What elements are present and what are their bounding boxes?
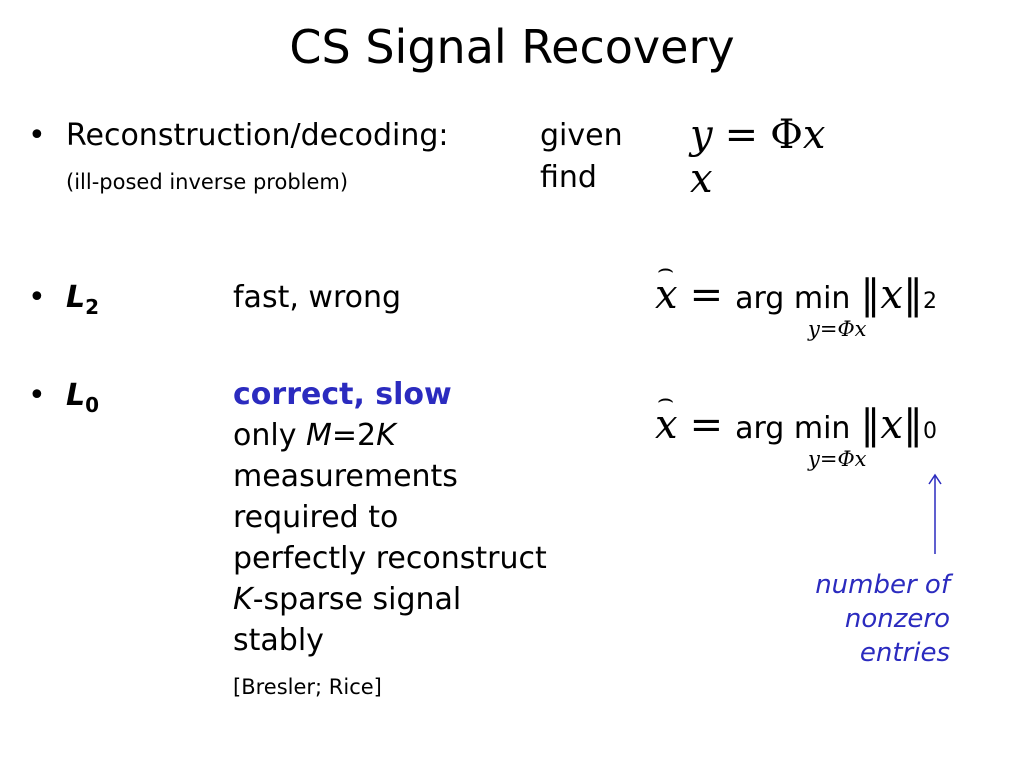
l0-equation: x ⌢ =arg min‖x‖0 <box>655 384 937 448</box>
annotation-arrow <box>928 473 942 554</box>
equals-sign: = <box>689 272 724 318</box>
norm-open: ‖ <box>860 402 881 448</box>
phi-symbol: Φ <box>770 112 803 158</box>
l-letter: L <box>66 378 86 413</box>
x-variable: x <box>690 156 713 202</box>
norm-variable: x <box>880 272 903 318</box>
desc-line-1: measurements <box>233 459 458 494</box>
constraint-text: y=Φx <box>808 317 867 341</box>
slide-title: CS Signal Recovery <box>289 20 735 74</box>
norm-subscript: 0 <box>922 419 937 444</box>
l2-symbol: L2 <box>66 280 99 319</box>
citation: [Bresler; Rice] <box>233 675 382 699</box>
m-variable: M <box>306 418 332 453</box>
equals-sign: = <box>689 402 724 448</box>
x-hat: x ⌢ <box>655 254 678 318</box>
only-word: only <box>233 418 306 453</box>
reconstruction-label: Reconstruction/decoding: <box>66 118 449 153</box>
hat-accent: ⌢ <box>657 384 675 414</box>
norm-close: ‖ <box>902 402 923 448</box>
sparse-signal-line: K-sparse signal <box>233 579 547 620</box>
l2-constraint: y=Φx <box>808 317 867 341</box>
norm-subscript: 2 <box>922 289 937 314</box>
l2-description: fast, wrong <box>233 280 402 315</box>
bullet-2: • <box>28 280 46 315</box>
annotation-line-2: nonzero <box>844 604 950 634</box>
annotation-line-1: number of <box>815 570 950 600</box>
argmin-operator: arg min <box>735 411 851 446</box>
measurement-count-line: only M=2K <box>233 415 547 456</box>
correct-slow-highlight: correct, slow <box>233 377 452 412</box>
l0-subscript: 0 <box>85 393 100 417</box>
x-hat: x ⌢ <box>655 384 678 448</box>
x-hat-variable: x <box>655 272 678 318</box>
equals-sign: = <box>724 112 759 158</box>
find-word: find <box>540 160 597 195</box>
k-variable: K <box>376 418 396 453</box>
desc-line-3: perfectly reconstruct <box>233 541 547 576</box>
argmin-operator: arg min <box>735 281 851 316</box>
l-letter: L <box>66 280 86 315</box>
constraint-text: y=Φx <box>808 447 867 471</box>
k-variable: K <box>233 582 253 617</box>
l0-symbol: L0 <box>66 378 99 417</box>
norm-open: ‖ <box>860 272 881 318</box>
l0-constraint: y=Φx <box>808 447 867 471</box>
norm-close: ‖ <box>902 272 923 318</box>
ill-posed-note: (ill-posed inverse problem) <box>66 170 349 194</box>
given-equation: y=Φx <box>690 112 825 158</box>
desc-line-stably: stably <box>233 623 324 658</box>
equals-two: =2 <box>331 418 377 453</box>
annotation-nonzero-entries: number of nonzero entries <box>770 568 950 670</box>
l2-subscript: 2 <box>85 295 100 319</box>
norm-variable: x <box>880 402 903 448</box>
annotation-line-3: entries <box>859 638 950 668</box>
sparse-text: -sparse signal <box>252 582 462 617</box>
x-variable: x <box>802 112 826 158</box>
bullet-1: • <box>28 118 46 153</box>
x-hat-variable: x <box>655 402 678 448</box>
bullet-3: • <box>28 378 46 413</box>
desc-line-2: required to <box>233 500 399 535</box>
l2-equation: x ⌢ =arg min‖x‖2 <box>655 254 937 318</box>
given-word: given <box>540 118 623 153</box>
find-variable: x <box>690 156 713 202</box>
l0-description: correct, slow only M=2K measurements req… <box>233 374 547 661</box>
hat-accent: ⌢ <box>657 254 675 284</box>
y-variable: y <box>690 112 713 158</box>
